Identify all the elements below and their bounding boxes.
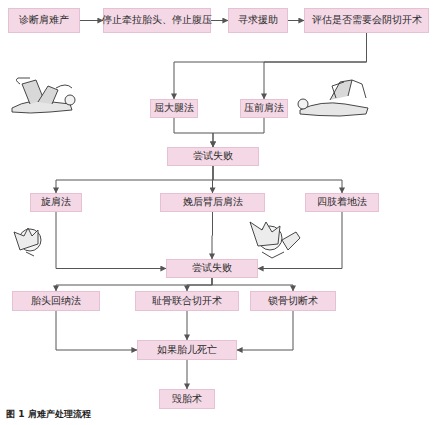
flow-arrow xyxy=(80,20,103,21)
box-label: 评估是否需要会阴切开术 xyxy=(312,15,422,25)
thigh-flexion-illustration xyxy=(12,78,75,113)
flow-arrow xyxy=(187,360,188,389)
box-label: 娩后臂后肩法 xyxy=(183,197,243,207)
process-box: 旋肩法 xyxy=(30,193,82,212)
process-box: 胎头回纳法 xyxy=(12,291,100,311)
process-box: 锁骨切断术 xyxy=(250,291,336,311)
flow-arrow xyxy=(213,166,342,193)
flow-arrow xyxy=(56,212,166,269)
box-label: 锁骨切断术 xyxy=(268,296,318,306)
flow-arrow xyxy=(174,33,367,99)
process-box: 如果胎儿死亡 xyxy=(137,340,237,360)
process-box: 评估是否需要会阴切开术 xyxy=(304,8,429,33)
box-label: 压前肩法 xyxy=(244,103,284,113)
box-label: 胎头回纳法 xyxy=(31,296,81,306)
flow-arrow xyxy=(264,33,367,99)
box-label: 旋肩法 xyxy=(41,197,71,207)
process-box: 尝试失败 xyxy=(166,259,258,278)
process-box: 毁胎术 xyxy=(159,389,215,409)
process-box: 娩后臂后肩法 xyxy=(160,193,265,212)
flow-arrow xyxy=(187,311,188,340)
posterior-arm-illustration xyxy=(250,222,300,258)
rotation-hand-illustration xyxy=(14,228,41,256)
process-box: 诊断肩难产 xyxy=(8,8,80,33)
flow-arrow xyxy=(174,118,213,147)
flow-arrow xyxy=(213,118,264,147)
box-label: 耻骨联合切开术 xyxy=(152,296,222,306)
box-label: 尝试失败 xyxy=(193,151,233,161)
process-box: 屈大腿法 xyxy=(150,99,198,118)
flow-arrow xyxy=(56,278,212,291)
box-label: 寻求援助 xyxy=(238,15,278,25)
figure-caption: 图 1 肩难产处理流程 xyxy=(6,408,91,421)
box-label: 停止牵拉胎头、停止腹压 xyxy=(102,15,212,25)
flow-arrow xyxy=(56,311,137,350)
flow-arrow xyxy=(212,212,214,259)
flow-arrow xyxy=(211,20,228,21)
box-label: 诊断肩难产 xyxy=(19,15,69,25)
flow-arrow xyxy=(237,311,293,350)
flow-arrow xyxy=(212,278,293,291)
flow-arrow xyxy=(187,278,212,291)
box-label: 尝试失败 xyxy=(192,263,232,273)
box-label: 如果胎儿死亡 xyxy=(157,345,217,355)
flow-arrow xyxy=(288,20,304,21)
box-label: 四肢着地法 xyxy=(317,197,367,207)
process-box: 四肢着地法 xyxy=(305,193,379,212)
process-box: 耻骨联合切开术 xyxy=(135,291,239,311)
process-box: 停止牵拉胎头、停止腹压 xyxy=(103,8,211,33)
box-label: 毁胎术 xyxy=(172,394,202,404)
suprapubic-pressure-illustration xyxy=(298,80,368,116)
flow-arrow xyxy=(56,166,213,193)
flow-arrow xyxy=(258,212,342,269)
process-box: 尝试失败 xyxy=(167,147,259,166)
process-box: 压前肩法 xyxy=(240,99,288,118)
process-box: 寻求援助 xyxy=(228,8,288,33)
box-label: 屈大腿法 xyxy=(154,103,194,113)
